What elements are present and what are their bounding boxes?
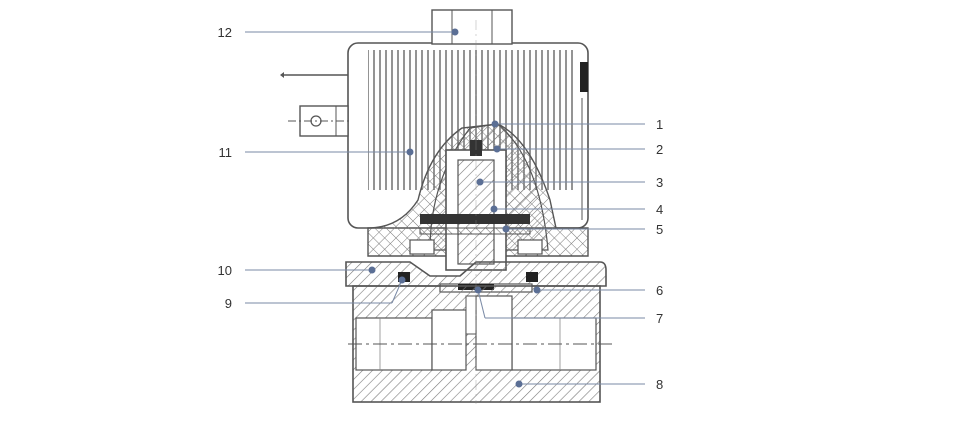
callout-11: 11 xyxy=(219,145,233,160)
callout-6: 6 xyxy=(656,283,663,298)
callout-dots xyxy=(368,28,541,388)
callout-labels: 12 11 10 9 1 2 3 4 5 6 7 8 xyxy=(218,25,664,392)
callout-9: 9 xyxy=(225,296,232,311)
callout-5: 5 xyxy=(656,222,663,237)
callout-1: 1 xyxy=(656,117,663,132)
top-nut xyxy=(431,9,513,45)
callout-4: 4 xyxy=(656,202,663,217)
callout-2: 2 xyxy=(656,142,663,157)
callout-8: 8 xyxy=(656,377,663,392)
terminal-connector xyxy=(280,72,352,137)
callout-10: 10 xyxy=(218,263,232,278)
callout-7: 7 xyxy=(656,311,663,326)
callout-leaders xyxy=(245,31,645,385)
callout-3: 3 xyxy=(656,175,663,190)
callout-12: 12 xyxy=(218,25,232,40)
